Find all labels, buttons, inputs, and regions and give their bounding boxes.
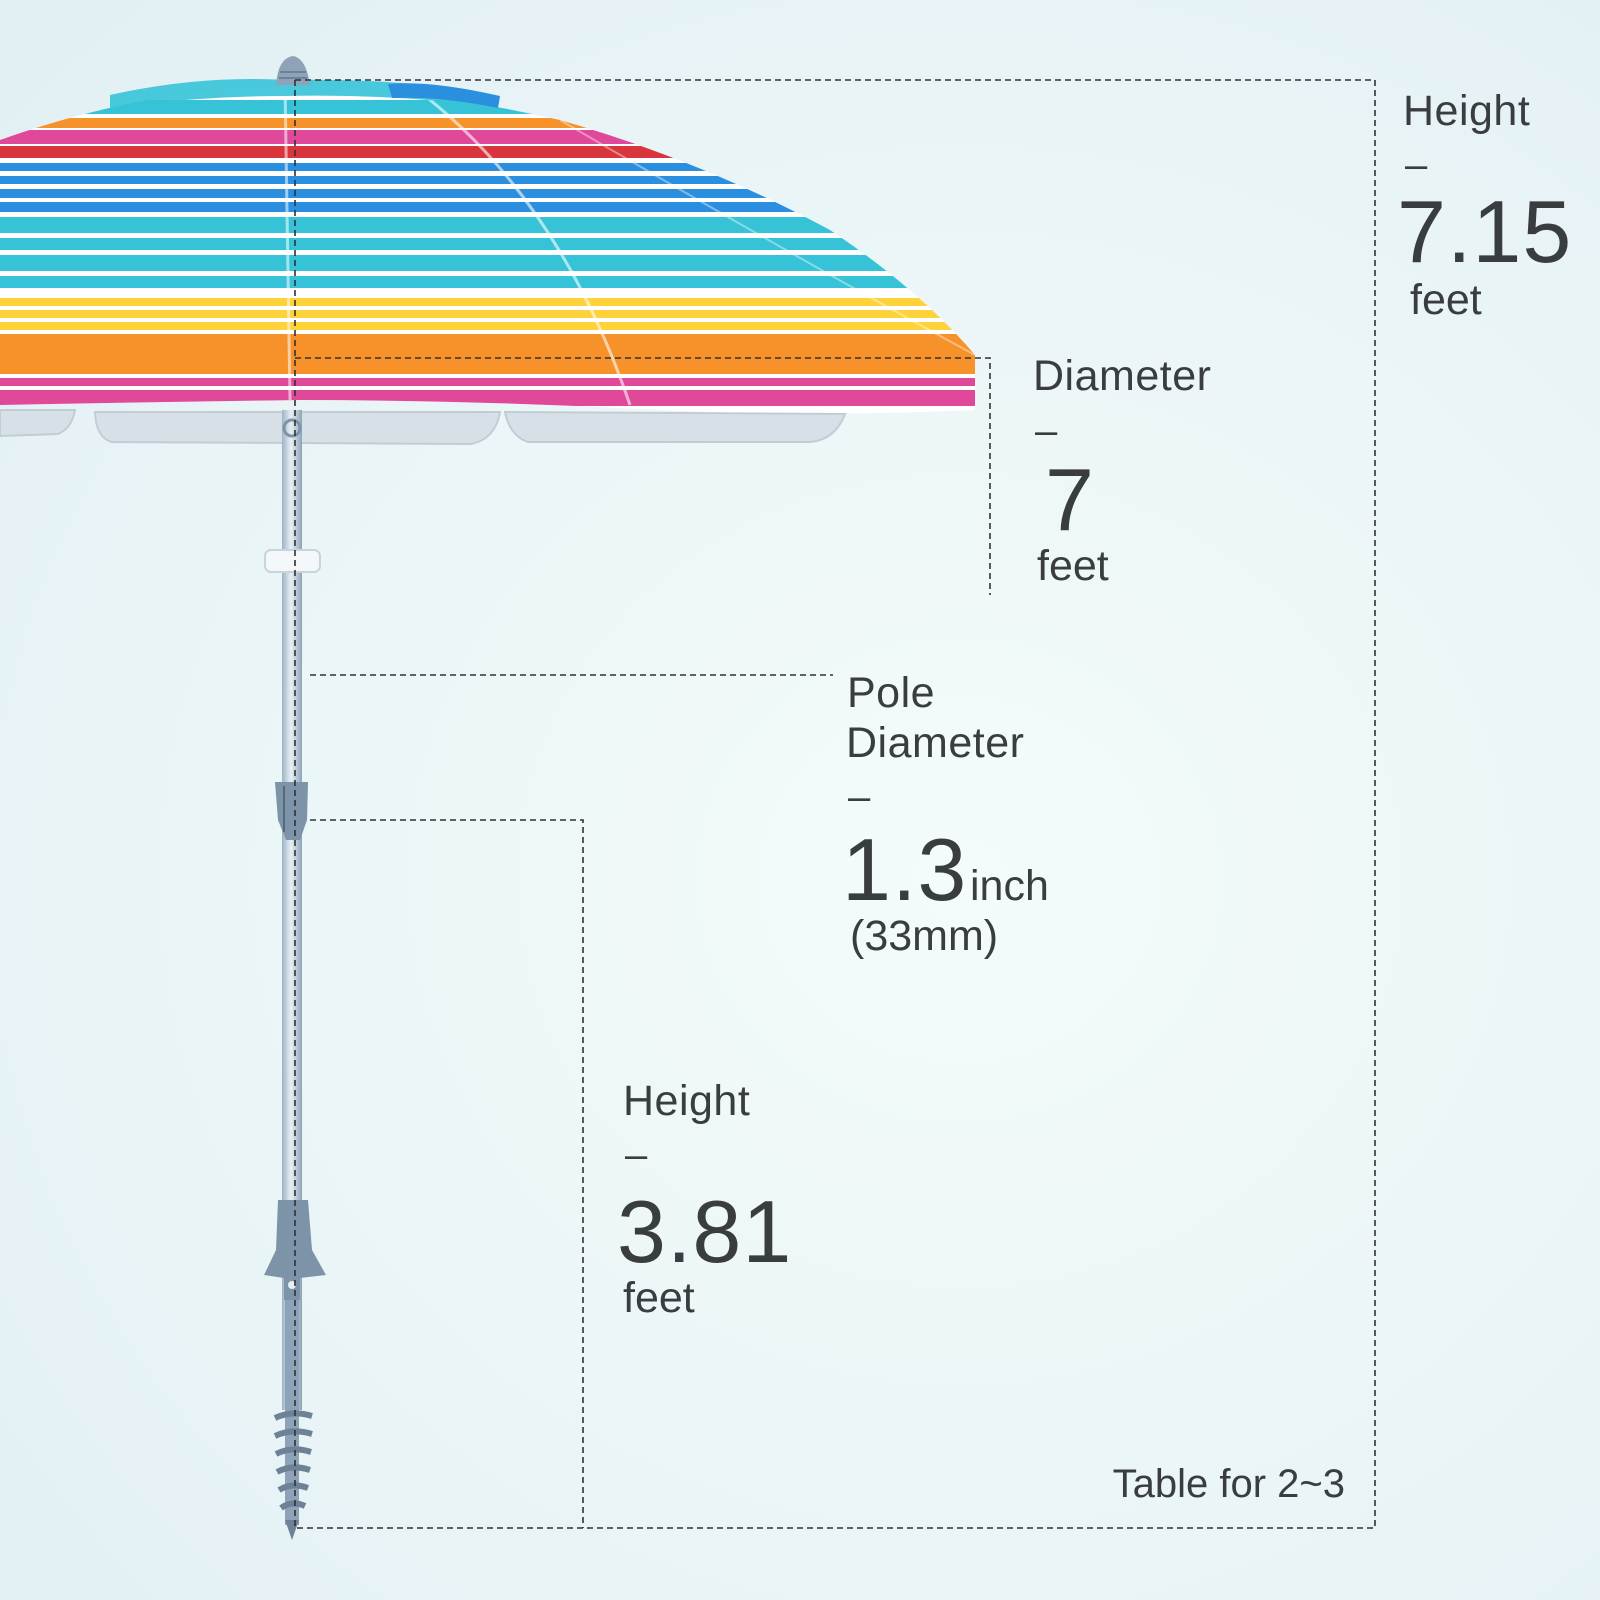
canopy-underside	[0, 409, 847, 446]
umbrella-canopy	[0, 79, 975, 414]
total-height-value: 7.15	[1397, 182, 1572, 281]
dimension-lines	[294, 79, 1376, 1529]
lower-height-bracket	[310, 819, 584, 1528]
pole-diameter-metric: (33mm)	[850, 912, 998, 960]
pole-diameter-unit: inch	[970, 862, 1049, 910]
lower-height-separator: –	[625, 1133, 648, 1177]
diameter-separator: –	[1035, 409, 1058, 453]
upper-pole-clamp	[264, 549, 321, 573]
total-height-unit: feet	[1410, 276, 1482, 324]
pole-diameter-value: 1.3	[842, 820, 967, 919]
pole-diameter-separator: –	[848, 775, 871, 819]
lower-height-label: Height	[623, 1077, 750, 1125]
total-height-label: Height	[1403, 87, 1530, 135]
pole-diameter-label-line1: Pole	[847, 669, 935, 717]
diameter-unit: feet	[1037, 542, 1109, 590]
pole-hub	[282, 418, 302, 438]
diameter-label: Diameter	[1033, 352, 1211, 400]
pole-diameter-label-line2: Diameter	[846, 719, 1024, 767]
diameter-bracket	[295, 357, 991, 595]
table-capacity-note: Table for 2~3	[1113, 1462, 1345, 1506]
lower-height-value: 3.81	[617, 1182, 792, 1281]
total-height-bracket	[295, 79, 1376, 1529]
tilt-joint	[275, 782, 308, 840]
lower-height-unit: feet	[623, 1274, 695, 1322]
umbrella-pole	[282, 410, 302, 1410]
finial-cap	[276, 56, 310, 85]
screw-anchor	[273, 1300, 313, 1540]
diameter-value: 7	[1045, 450, 1095, 549]
total-height-separator: –	[1405, 143, 1428, 187]
